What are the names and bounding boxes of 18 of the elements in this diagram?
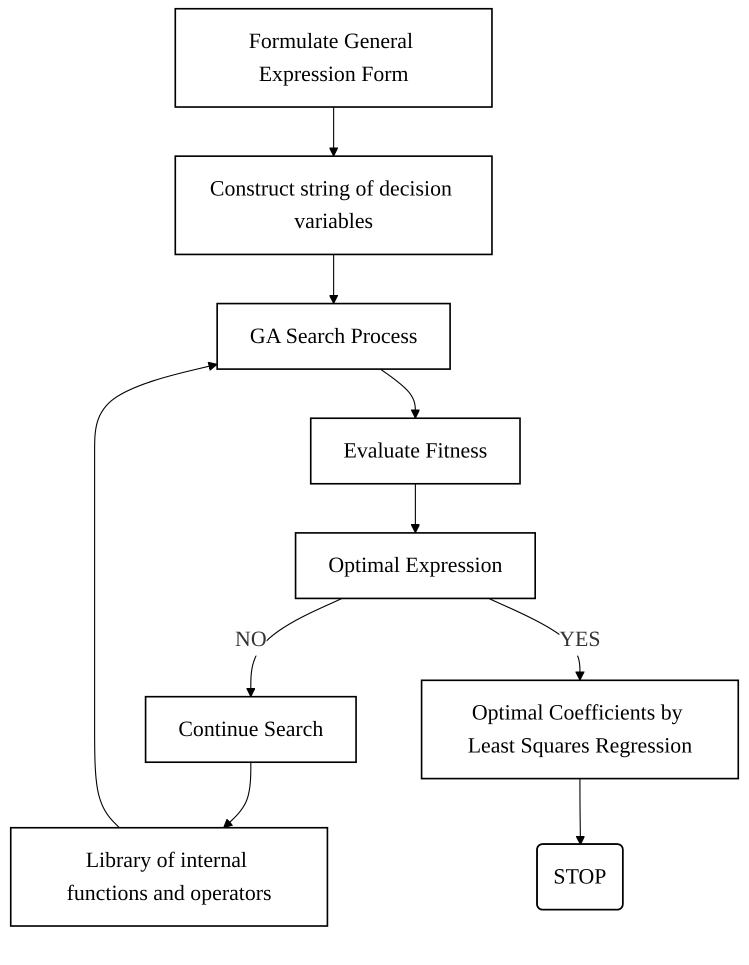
arrow bbox=[223, 762, 252, 828]
arrow bbox=[328, 107, 338, 157]
arrow bbox=[410, 484, 420, 534]
arrow bbox=[328, 254, 338, 304]
node-box: Construct string of decision variables bbox=[174, 155, 493, 256]
edge-label: YES bbox=[559, 627, 601, 652]
node-box: Library of internal functions and operators bbox=[10, 826, 328, 927]
node-box: GA Search Process bbox=[216, 302, 451, 370]
node-box: Continue Search bbox=[144, 696, 357, 764]
node-box: Optimal Coefficients by Least Squares Regression bbox=[420, 680, 740, 780]
node-box: Optimal Expression bbox=[294, 532, 536, 600]
node-box: Formulate General Expression Form bbox=[174, 8, 493, 108]
node-box: Evaluate Fitness bbox=[310, 417, 521, 485]
arrow bbox=[576, 778, 586, 846]
arrow bbox=[94, 362, 218, 828]
arrow bbox=[246, 598, 342, 698]
arrow bbox=[380, 368, 420, 419]
edge-label: NO bbox=[235, 627, 267, 652]
